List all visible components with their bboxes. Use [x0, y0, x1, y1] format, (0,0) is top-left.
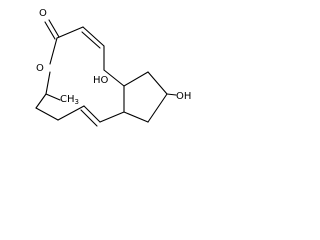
bond-chain-3 — [35, 93, 47, 109]
bond-macro-alkene-double-a — [83, 105, 101, 123]
bond-alkene-double-b — [81, 31, 101, 49]
bond-ring-oxygen-methine — [45, 71, 51, 95]
bond-methine-methyl — [45, 93, 61, 101]
bond-carbinol-fusion-top — [103, 69, 125, 87]
methyl-label: CH3 — [60, 94, 79, 106]
ring-hydroxyl-label: HO — [93, 75, 109, 86]
bond-macro-alkene-double-b — [80, 109, 98, 127]
cyclopentane-hydroxyl-label: OH — [176, 91, 191, 102]
carbonyl-oxygen-label: O — [39, 8, 47, 19]
bond-cyclopentane-3 — [147, 93, 168, 123]
bond-carbonyl-double-b — [44, 21, 56, 40]
methyl-carbon-hydrogen: CH — [60, 94, 75, 105]
bond-carbonyl-alkene — [56, 26, 84, 39]
atom-label-group: O O CH3 HO OH — [36, 8, 191, 106]
bond-cyclopentane-2 — [147, 71, 168, 95]
chemical-structure-diagram: O O CH3 HO OH — [35, 8, 191, 127]
bond-group — [35, 19, 177, 127]
bond-fusion-bottom-alkene — [99, 111, 125, 123]
bond-cyclopentane-4 — [123, 111, 149, 123]
bond-alkene-double-a — [82, 26, 105, 47]
bond-cyclopentane-hydroxyl — [166, 93, 177, 96]
ring-oxygen-label: O — [36, 63, 44, 74]
methyl-subscript: 3 — [75, 98, 79, 106]
bond-chain-2 — [35, 107, 59, 121]
bond-cyclopentane-1 — [123, 71, 149, 87]
bond-carbonyl-double-a — [48, 19, 60, 38]
bond-chain-1 — [57, 105, 85, 121]
bond-carbonyl-ring-oxygen — [49, 37, 58, 65]
